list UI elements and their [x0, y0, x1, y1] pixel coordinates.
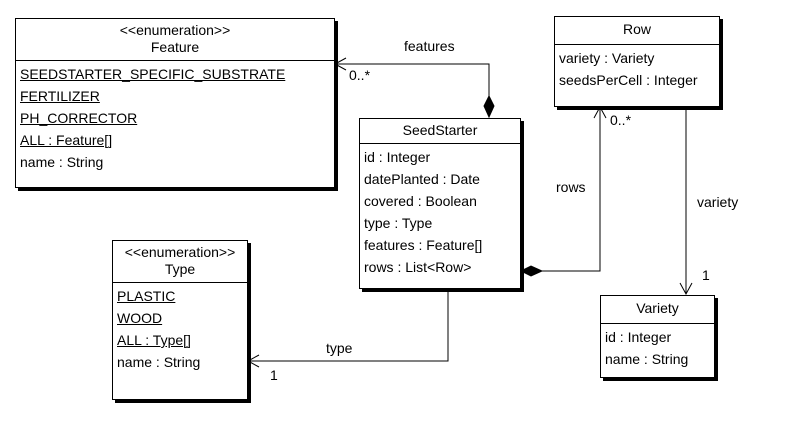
type-association-line [248, 290, 449, 362]
feature-class-name: Feature [150, 39, 200, 55]
type-literal: WOOD [117, 310, 163, 326]
features-role-label: features [404, 38, 455, 54]
variety-attribute: name : String [605, 351, 689, 367]
rows-association-line [542, 107, 601, 272]
feature-all-attribute: ALL : Feature[] [20, 132, 113, 148]
variety-arrowhead [679, 282, 693, 296]
variety-class-name: Variety [636, 300, 679, 316]
type-all-attribute: ALL : Type[] [117, 332, 191, 348]
row-class-name: Row [622, 21, 651, 37]
features-multiplicity: 0..* [349, 67, 371, 83]
type-class-name: Type [164, 261, 196, 277]
variety-class[interactable]: Variety id : Integer name : String [600, 295, 715, 378]
type-name-attribute: name : String [117, 354, 201, 370]
type-enum-class[interactable]: <<enumeration>> Type PLASTIC WOOD ALL : … [112, 240, 248, 400]
seedstarter-class-name: SeedStarter [402, 122, 478, 138]
rows-composition-diamond [519, 265, 544, 277]
feature-name-attribute: name : String [20, 154, 104, 170]
type-multiplicity: 1 [270, 367, 278, 383]
row-attribute: variety : Variety [559, 50, 655, 66]
type-arrowhead [246, 354, 260, 368]
type-class-header: <<enumeration>> Type [113, 241, 247, 283]
features-arrowhead [333, 57, 347, 71]
seedstarter-class[interactable]: SeedStarter id : Integer datePlanted : D… [359, 118, 521, 289]
variety-multiplicity: 1 [702, 267, 710, 283]
feature-literals: SEEDSTARTER_SPECIFIC_SUBSTRATE FERTILIZE… [16, 61, 334, 175]
rows-multiplicity: 0..* [610, 112, 632, 128]
seedstarter-class-header: SeedStarter [360, 119, 520, 144]
row-attributes: variety : Variety seedsPerCell : Integer [555, 45, 719, 93]
rows-role-label: rows [556, 179, 586, 195]
type-literal: PLASTIC [117, 288, 176, 304]
seedstarter-attribute: id : Integer [364, 149, 431, 165]
seedstarter-attributes: id : Integer datePlanted : Date covered … [360, 144, 520, 280]
features-composition-diamond [483, 94, 495, 119]
feature-literal: FERTILIZER [20, 88, 100, 104]
variety-attributes: id : Integer name : String [601, 324, 714, 372]
type-stereotype: <<enumeration>> [124, 244, 236, 260]
rows-arrowhead [593, 105, 607, 119]
feature-literal: SEEDSTARTER_SPECIFIC_SUBSTRATE [20, 66, 286, 82]
feature-stereotype: <<enumeration>> [119, 22, 231, 38]
feature-enum-class[interactable]: <<enumeration>> Feature SEEDSTARTER_SPEC… [15, 18, 335, 188]
seedstarter-attribute: covered : Boolean [364, 193, 477, 209]
feature-literal: PH_CORRECTOR [20, 110, 138, 126]
seedstarter-attribute: type : Type [364, 215, 433, 231]
features-association-line [335, 63, 490, 96]
seedstarter-attribute: rows : List<Row> [364, 259, 472, 275]
seedstarter-attribute: datePlanted : Date [364, 171, 480, 187]
type-literals: PLASTIC WOOD ALL : Type[] name : String [113, 283, 247, 375]
seedstarter-attribute: features : Feature[] [364, 237, 483, 253]
variety-role-label: variety [697, 194, 739, 210]
row-class-header: Row [555, 17, 719, 45]
variety-class-header: Variety [601, 296, 714, 324]
row-class[interactable]: Row variety : Variety seedsPerCell : Int… [554, 16, 720, 107]
type-role-label: type [326, 340, 353, 356]
feature-class-header: <<enumeration>> Feature [16, 19, 334, 61]
variety-attribute: id : Integer [605, 329, 672, 345]
row-attribute: seedsPerCell : Integer [559, 72, 698, 88]
